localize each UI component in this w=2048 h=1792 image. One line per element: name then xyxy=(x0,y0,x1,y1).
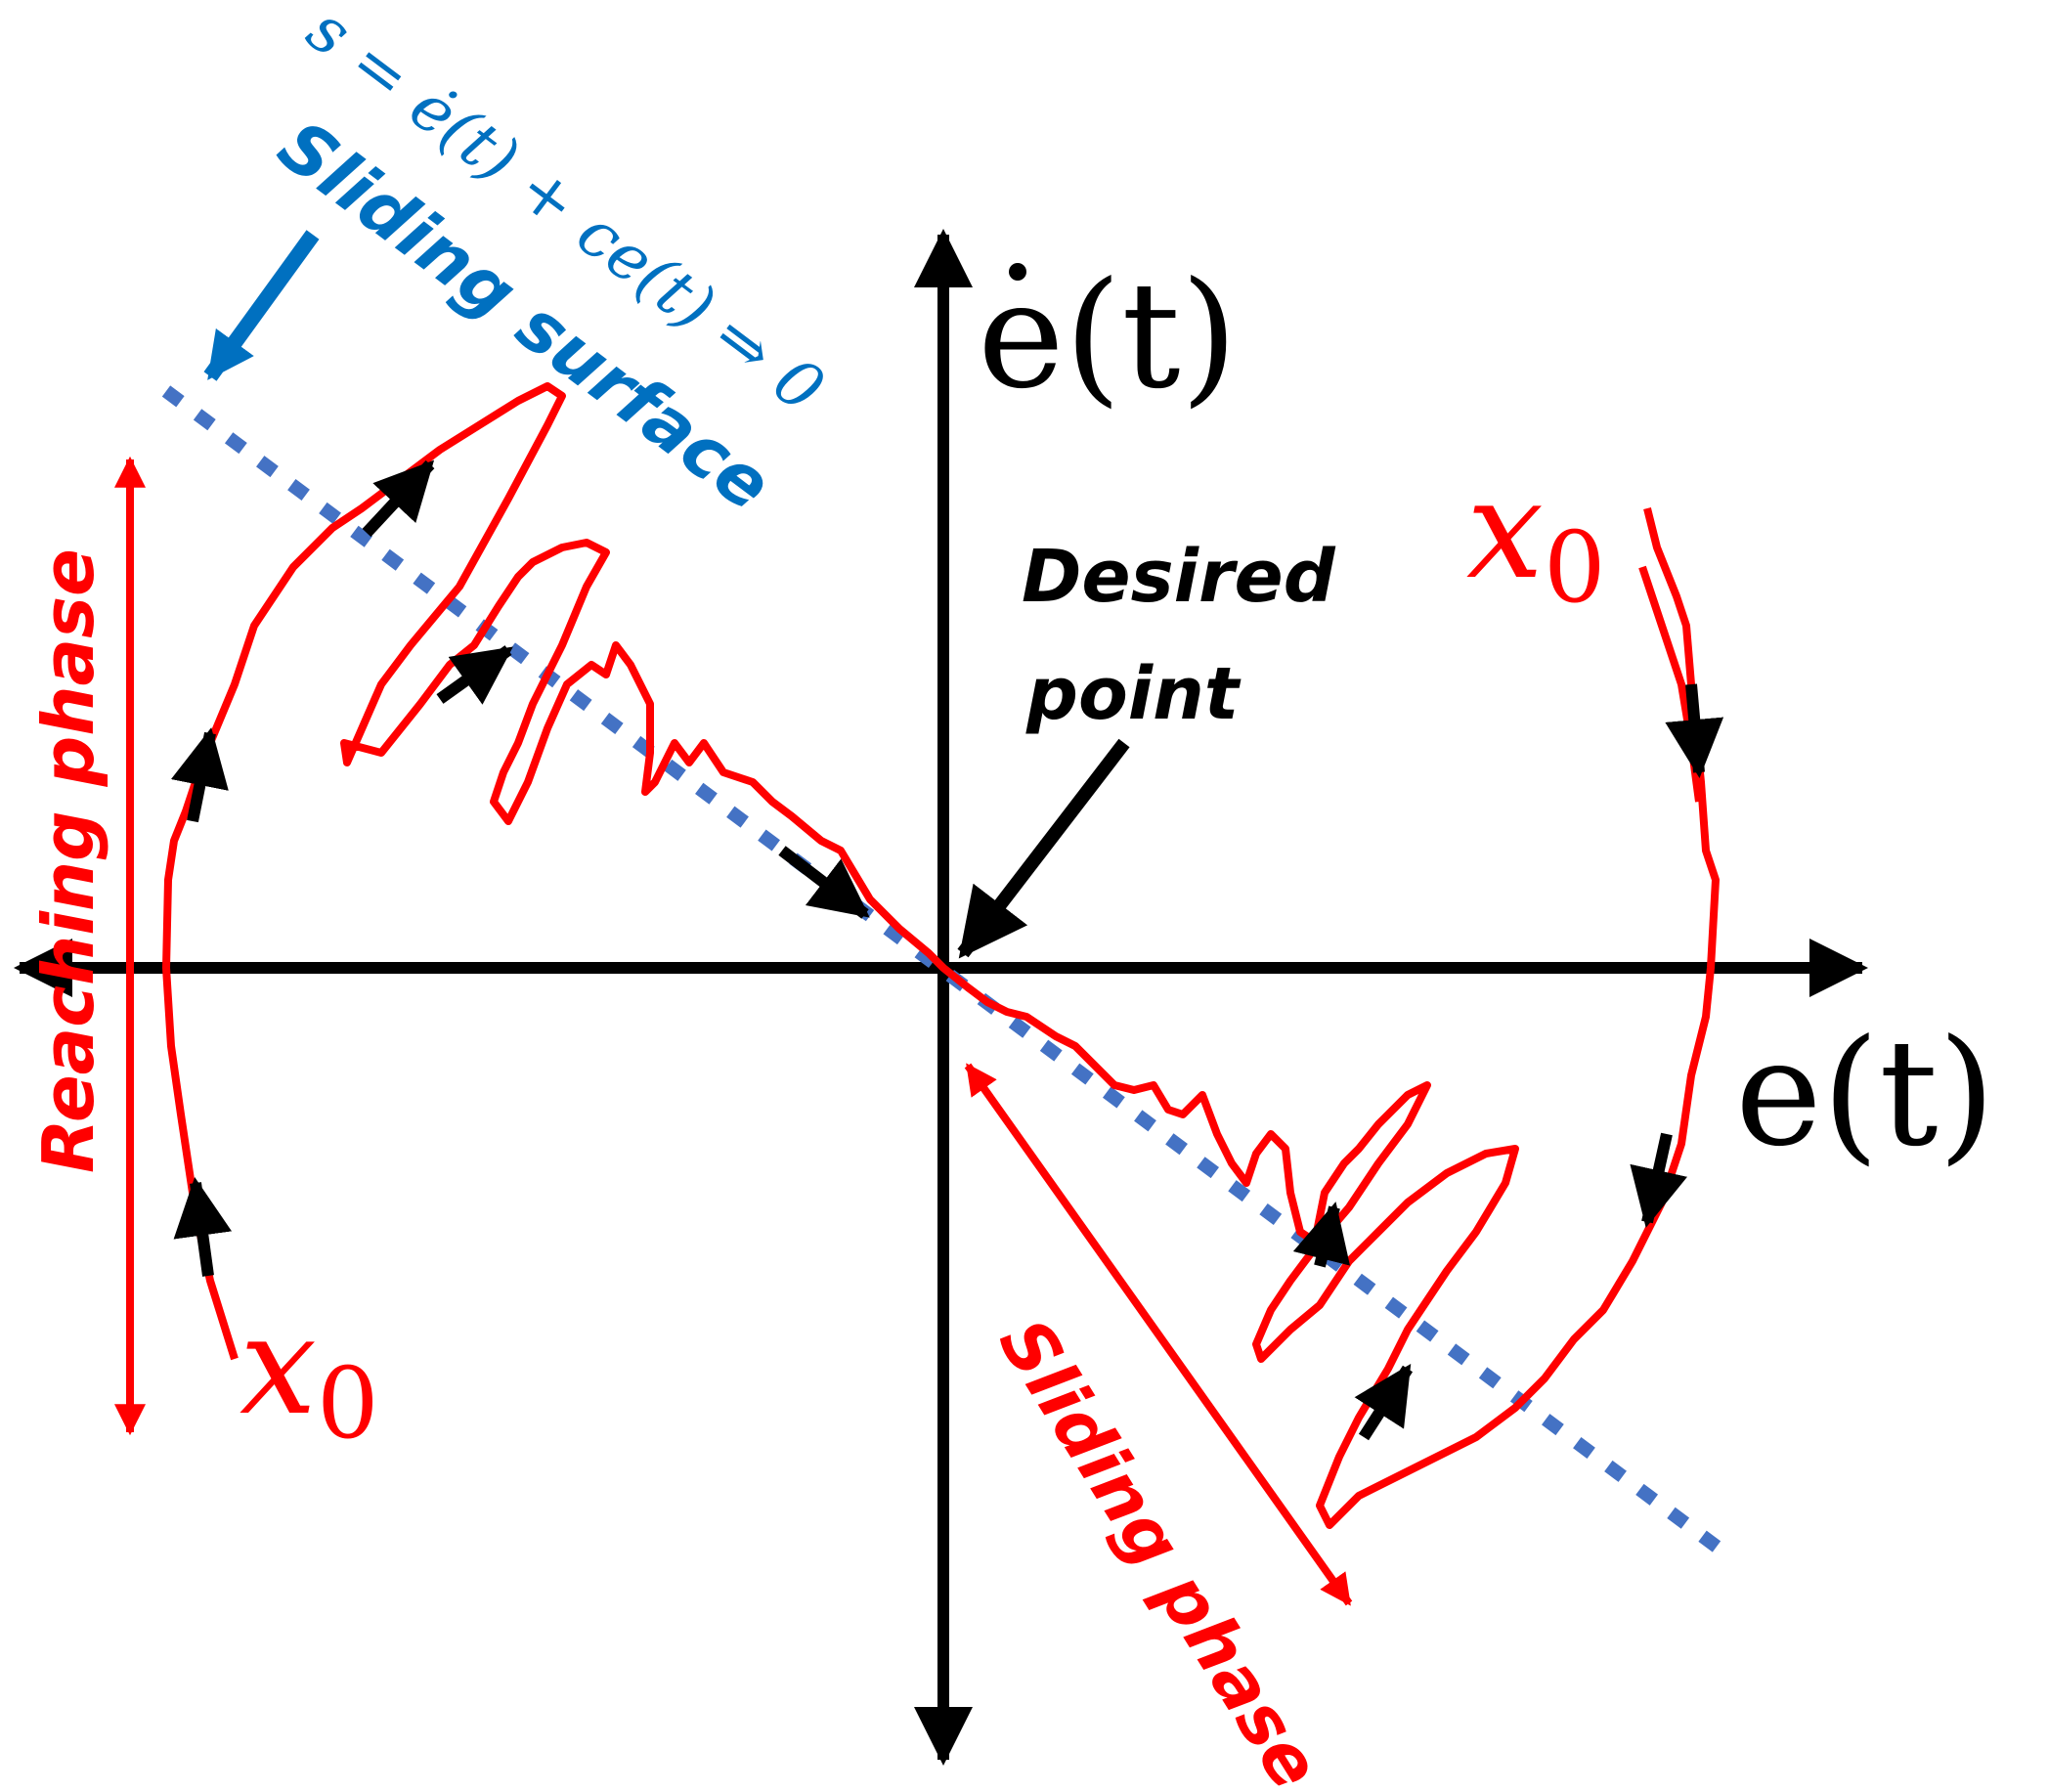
direction-arrow-6 xyxy=(1665,683,1724,778)
sliding-phase-arrow xyxy=(964,1063,1353,1606)
desired-point-label: Desired xyxy=(1022,535,1336,619)
sliding-surface-line xyxy=(161,385,1725,1555)
direction-arrow-7 xyxy=(1630,1132,1687,1228)
direction-arrow-5 xyxy=(778,846,870,919)
direction-arrow-3 xyxy=(362,459,435,538)
initial-point-left: x0 xyxy=(240,1287,379,1461)
reaching-phase-label: Reaching phase xyxy=(27,548,109,1173)
direction-arrow-1 xyxy=(173,1177,233,1277)
direction-arrow-9 xyxy=(1354,1363,1414,1441)
desired-point-arrow xyxy=(957,738,1130,959)
direction-arrow-4 xyxy=(436,645,513,705)
sliding-phase-label: Sliding phase xyxy=(983,1304,1337,1792)
initial-point-right: x0 xyxy=(1466,451,1606,625)
y-axis-label-dot xyxy=(1009,263,1026,281)
direction-arrow-2 xyxy=(170,727,229,823)
x-axis-label: e(t) xyxy=(1735,1009,1995,1179)
sliding-surface-arrow xyxy=(203,230,320,381)
desired-point-label-2: point xyxy=(1025,652,1242,736)
